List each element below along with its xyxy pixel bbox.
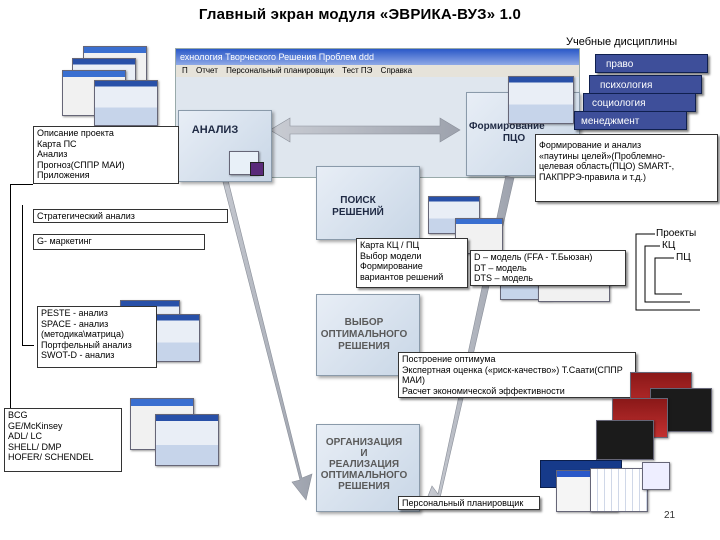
- text-line: Карта ПС: [37, 138, 77, 149]
- text-line: SPACE - анализ: [41, 318, 109, 329]
- projects-pc-label: ПЦ: [676, 252, 691, 263]
- model-box: D – модель (FFA - Т.Бьюзан) DT – модель …: [470, 250, 626, 286]
- calendar-icon: [642, 462, 670, 490]
- text-line: Описание проекта: [37, 128, 114, 138]
- menu-item[interactable]: Тест ПЭ: [342, 66, 373, 75]
- text-line: Построение оптимума: [402, 354, 496, 364]
- optimum-box: Построение оптимума Экспертная оценка («…: [398, 352, 636, 398]
- text-line: Приложения: [37, 170, 90, 180]
- report-thumbnail: [596, 420, 654, 460]
- search-label-2: РЕШЕНИЙ: [332, 207, 384, 218]
- text-line: целевая область(ПЦО) SMART-,: [539, 161, 675, 171]
- text-line: SWOT-D - анализ: [41, 350, 115, 360]
- strategic-analysis-box: Стратегический анализ: [33, 209, 228, 223]
- text-line: Формирование и анализ: [539, 140, 642, 150]
- text-line: вариантов решений: [360, 271, 444, 282]
- org-label-1: ОРГАНИЗАЦИЯ: [325, 437, 403, 448]
- text-line: Портфельный анализ: [41, 339, 132, 350]
- org-label-2: И: [360, 448, 368, 459]
- choice-label-3: РЕШЕНИЯ: [338, 341, 390, 352]
- purple-icon: [250, 162, 264, 176]
- text-line: Анализ: [37, 149, 68, 159]
- menu-item[interactable]: Справка: [380, 66, 413, 75]
- menu-item[interactable]: П: [182, 66, 188, 75]
- text-line: Карта КЦ / ПЦ: [360, 240, 420, 250]
- kc-map-box: Карта КЦ / ПЦ Выбор модели Формирование …: [356, 238, 468, 288]
- text-line: D – модель (FFA - Т.Бьюзан): [474, 252, 593, 262]
- screenshot-thumbnail: [94, 80, 158, 126]
- formation-thumbnail: [508, 76, 574, 124]
- formation-label-1: Формирование: [469, 121, 545, 132]
- bcg-box: BCG GE/McKinsey ADL/ LC SHELL/ DMP HOFER…: [4, 408, 122, 472]
- formation-label-2: ПЦО: [502, 133, 526, 144]
- text-line: ПАКПРРЭ-правила и т.д.): [539, 171, 647, 182]
- page-number: 21: [664, 510, 676, 521]
- choice-label-1: ВЫБОР: [344, 317, 384, 328]
- text-line: HOFER/ SCHENDEL: [8, 452, 94, 462]
- double-arrow: [269, 117, 461, 143]
- text-line: МАИ): [402, 375, 425, 385]
- text-line: DT – модель: [474, 262, 527, 273]
- menu-item[interactable]: Персональный планировщик: [226, 66, 334, 75]
- text-line: PESTE - анализ: [41, 308, 108, 318]
- text-line: DTS – модель: [474, 273, 533, 283]
- discipline-card-management[interactable]: менеджмент: [574, 111, 687, 130]
- org-label-4: ОПТИМАЛЬНОГО: [320, 470, 408, 481]
- search-panel[interactable]: ПОИСК РЕШЕНИЙ: [316, 166, 420, 240]
- text-line: (методика\матрица): [41, 329, 124, 339]
- project-description-box: Описание проекта Карта ПС Анализ Прогноз…: [33, 126, 179, 184]
- g-marketing-box: G- маркетинг: [33, 234, 205, 250]
- text-line: SHELL/ DMP: [8, 441, 62, 452]
- text-line: ADL/ LC: [8, 431, 43, 441]
- text-line: Расчет экономической эффективности: [402, 385, 565, 396]
- projects-kc-label: КЦ: [662, 240, 676, 251]
- text-line: GE/McKinsey: [8, 420, 63, 431]
- text-line: «паутины целей»(Проблемно-: [539, 150, 666, 161]
- down-arrow-left: [211, 171, 313, 501]
- search-label-1: ПОИСК: [340, 195, 376, 206]
- calendar-thumbnail: [590, 468, 648, 512]
- window-menu: П Отчет Персональный планировщик Тест ПЭ…: [176, 65, 579, 77]
- connector-line: [10, 184, 11, 420]
- discipline-card-law[interactable]: право: [595, 54, 708, 73]
- text-line: Формирование: [360, 261, 423, 271]
- org-label-5: РЕШЕНИЯ: [338, 481, 390, 492]
- connector-line: [22, 345, 34, 346]
- projects-label: Проекты: [656, 228, 697, 239]
- analysis-label: АНАЛИЗ: [191, 124, 239, 136]
- choice-label-2: ОПТИМАЛЬНОГО: [320, 329, 408, 340]
- window-title: ехнология Творческого Решения Проблем dd…: [176, 49, 579, 65]
- connector-line: [10, 184, 33, 185]
- disciplines-label: Учебные дисциплины: [566, 36, 678, 48]
- text-line: Выбор модели: [360, 250, 422, 261]
- connector-line: [22, 205, 23, 345]
- page-title: Главный экран модуля «ЭВРИКА-ВУЗ» 1.0: [198, 6, 522, 23]
- text-line: BCG: [8, 410, 28, 420]
- org-label-3: РЕАЛИЗАЦИЯ: [328, 459, 400, 470]
- text-line: Прогноз(СППР МАИ): [37, 159, 125, 170]
- formation-description: Формирование и анализ «паутины целей»(Пр…: [535, 134, 718, 202]
- text-line: Экспертная оценка («риск-качество») Т.Са…: [402, 364, 623, 375]
- peste-box: PESTE - анализ SPACE - анализ (методика\…: [37, 306, 157, 368]
- menu-item[interactable]: Отчет: [195, 66, 218, 75]
- personal-planner-box: Персональный планировщик: [398, 496, 540, 510]
- bcg-thumbnail: [155, 414, 219, 466]
